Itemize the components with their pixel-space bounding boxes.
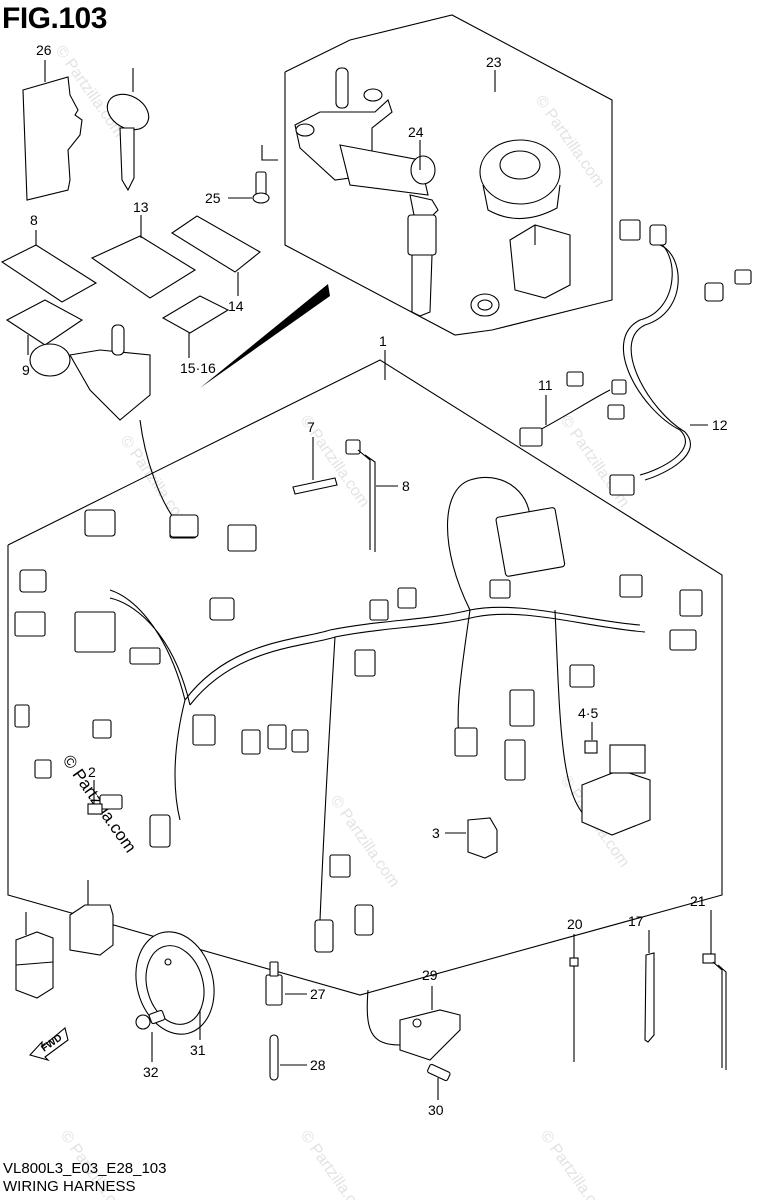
- callout-3[interactable]: 3: [432, 825, 440, 841]
- fwd-arrow-group: FWD: [28, 1027, 69, 1062]
- watermark: © Partzilla.com: [557, 413, 633, 511]
- figure-title: FIG.103: [2, 2, 107, 35]
- cable-tie-icon: [569, 957, 579, 967]
- cable-tie-18-19-group[interactable]: 21: [690, 893, 727, 1070]
- callout-8[interactable]: 8: [30, 212, 38, 228]
- callout-9[interactable]: 9: [22, 362, 30, 378]
- callout-6[interactable]: 7: [307, 419, 315, 435]
- callout-7[interactable]: 8: [402, 478, 410, 494]
- wiring-harness-group[interactable]: 1: [7, 324, 723, 996]
- callout-27[interactable]: 30: [428, 1102, 444, 1118]
- connector-cover-icon: [467, 817, 498, 859]
- callout-1[interactable]: 1: [379, 333, 387, 349]
- callout-2[interactable]: 2: [88, 764, 96, 780]
- cable-tie-icon: [702, 953, 716, 964]
- lock-cap-icon: [479, 139, 561, 220]
- clamp-icon: [644, 952, 655, 1043]
- sub-harness-group[interactable]: 11: [519, 371, 627, 447]
- relay-31-group[interactable]: [15, 912, 54, 999]
- horn-group[interactable]: 31: [125, 923, 225, 1058]
- sensor-icon: [399, 1009, 461, 1061]
- key-plate-group[interactable]: 26: [22, 42, 83, 201]
- fuse-icon: [584, 740, 598, 754]
- label-sheet-14: [161, 295, 230, 334]
- steering-lock-icon: [294, 67, 429, 196]
- ignition-switch-icon: [407, 140, 439, 317]
- callout-14[interactable]: 15·16: [180, 360, 216, 376]
- connectors: [14, 507, 703, 953]
- tie-clamp-icon: [345, 439, 361, 455]
- lock-cover-icon: [509, 224, 571, 299]
- main-switch-icon: [29, 324, 199, 538]
- label-sheet-12: [90, 235, 197, 299]
- model-code: VL800L3_E03_E28_103: [3, 1160, 167, 1177]
- bolt-icon: [427, 1063, 451, 1082]
- callout-24[interactable]: 27: [310, 986, 326, 1002]
- spring-icon: [269, 1034, 279, 1081]
- screw-icon: [255, 171, 267, 197]
- key-blank-group[interactable]: [101, 68, 155, 192]
- relay-icon: [15, 931, 54, 999]
- relay-icon: [69, 904, 114, 956]
- sensor-26-group[interactable]: 29: [366, 967, 461, 1061]
- fwd-arrow-icon: [28, 1027, 69, 1062]
- switch-24-group[interactable]: 27: [265, 961, 326, 1006]
- spring-25-group[interactable]: 28: [269, 1034, 326, 1081]
- callout-11[interactable]: 12: [712, 417, 728, 433]
- lead-wire-icon: [622, 239, 686, 476]
- clamp-15-16-group[interactable]: 17: [628, 913, 655, 1043]
- bolt-29-group[interactable]: 32: [135, 1009, 166, 1080]
- callout-26[interactable]: 29: [422, 967, 438, 983]
- switch-icon: [265, 974, 283, 1006]
- bolt-27-group[interactable]: 30: [427, 1063, 451, 1118]
- callout-29[interactable]: 32: [143, 1064, 159, 1080]
- connector-icon: [519, 427, 543, 447]
- callout-17[interactable]: 20: [567, 916, 583, 932]
- callout-10[interactable]: 11: [538, 377, 553, 393]
- label-sheet-13: [170, 215, 261, 273]
- callout-23[interactable]: 26: [36, 42, 52, 58]
- cable-tie-17-group[interactable]: 20: [567, 916, 583, 1062]
- figure-name: WIRING HARNESS: [3, 1178, 136, 1195]
- lock-set-group[interactable]: 23 24: [284, 14, 613, 336]
- direction-wedge-icon: [200, 284, 330, 388]
- watermark: © Partzilla.com: [537, 1128, 613, 1200]
- callout-15-16[interactable]: 17: [628, 913, 644, 929]
- callout-20[interactable]: 23: [486, 54, 502, 70]
- clamp-icon: [292, 477, 338, 495]
- label-sheets-group[interactable]: 8 9 13 14 15·16: [0, 199, 261, 378]
- label-sheet-9: [5, 299, 84, 346]
- seat-lock-icon: [470, 293, 500, 317]
- key-icon: [106, 93, 150, 131]
- callout-21[interactable]: 24: [408, 124, 424, 140]
- screw-group[interactable]: 25: [205, 145, 278, 206]
- callout-25[interactable]: 28: [310, 1057, 326, 1073]
- watermark: © Partzilla.com: [297, 1128, 373, 1200]
- connector-clip-icon: [87, 803, 103, 815]
- callout-12[interactable]: 13: [133, 199, 149, 215]
- callout-22[interactable]: 25: [205, 190, 221, 206]
- lead-wire-group[interactable]: 12: [609, 219, 752, 496]
- callout-28[interactable]: 31: [190, 1042, 206, 1058]
- relay-30-group[interactable]: [69, 880, 114, 956]
- callout-18-19[interactable]: 21: [690, 893, 706, 909]
- lock-set-outline: [284, 14, 613, 336]
- callout-4-5[interactable]: 4·5: [578, 705, 598, 721]
- harness-outline: [7, 359, 723, 996]
- label-sheet-8: [0, 244, 98, 303]
- fuse-box-icon: [581, 769, 651, 836]
- key-plate-icon: [22, 76, 83, 201]
- bolt-icon: [135, 1014, 151, 1030]
- callout-13[interactable]: 14: [228, 298, 244, 314]
